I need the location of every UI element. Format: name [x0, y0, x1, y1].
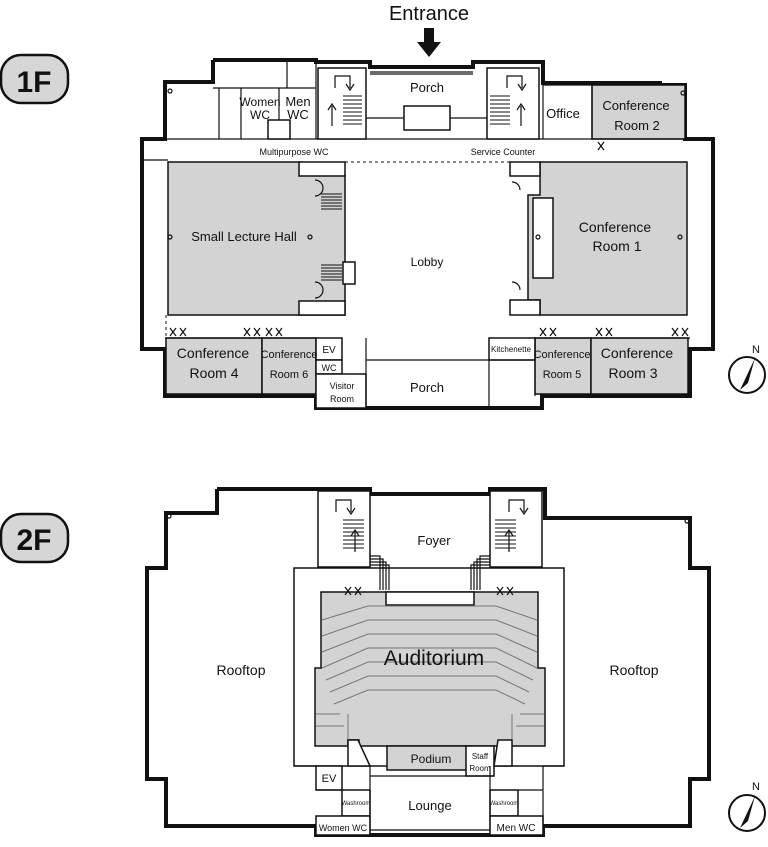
staff-room-2f	[465, 745, 495, 777]
visitor-room-label-1: Visitor	[330, 381, 355, 391]
women-wc-label-2: WC	[250, 108, 270, 122]
stair-1f-east-arrow-icon	[506, 75, 527, 126]
porch-south-label: Porch	[410, 380, 444, 395]
compass-2f: N	[728, 781, 766, 832]
conference-room-4-label-1: Conference	[177, 345, 250, 361]
stair-2f-west-arrow-icon	[335, 499, 360, 552]
porch-north-label: Porch	[410, 80, 444, 95]
kitchenette-label: Kitchenette	[491, 345, 532, 354]
podium-label: Podium	[411, 752, 452, 766]
floor-badge-1f: 1F	[0, 53, 70, 105]
compass-1f-needle-icon	[740, 358, 755, 390]
service-counter-label: Service Counter	[471, 147, 536, 157]
compass-1f-label: N	[752, 344, 760, 356]
lounge-label: Lounge	[408, 798, 451, 813]
lecture-stairs-bottom	[321, 264, 342, 281]
floor-badge-2f-label: 2F	[16, 524, 51, 557]
floor-badge-1f-label: 1F	[16, 66, 51, 99]
conference-room-4-label-2: Room 4	[189, 365, 238, 381]
conference-room-6-label-1: Conference	[261, 349, 318, 361]
stair-1f-west	[317, 67, 367, 140]
conference-room-6-room	[261, 337, 317, 395]
conference-room-6-label-2: Room 6	[270, 369, 309, 381]
stair-2f-west-steps	[343, 519, 364, 549]
porch-north-box	[403, 105, 451, 131]
conference-room-2-label-2: Room 2	[614, 118, 660, 133]
auditorium-seat-rows	[316, 605, 544, 740]
stair-2f-west	[317, 490, 371, 568]
floor-badge-2f: 2F	[0, 512, 70, 564]
wc-label-1f: WC	[322, 363, 337, 373]
stair-2f-east-arrow-icon	[504, 499, 529, 552]
conf1-pillar	[532, 197, 554, 279]
compass-1f: N	[728, 344, 766, 394]
conference-room-1-label-1: Conference	[579, 219, 652, 235]
staff-room-label-2: Room	[469, 764, 491, 773]
men-wc-label-1: Men	[285, 94, 310, 109]
outline-1f	[140, 58, 715, 410]
conference-room-5-label-1: Conference	[534, 349, 591, 361]
visitor-room-1f	[315, 373, 367, 409]
auditorium-room	[314, 591, 546, 747]
washroom-east-label: Washroom	[490, 801, 519, 807]
floor-plan-1f: Porch Women WC Men WC Office Conference …	[140, 58, 715, 410]
stair-2f-east-steps	[495, 519, 516, 549]
entrance-arrow-icon	[417, 28, 441, 57]
conf1-door-box-bottom	[509, 299, 541, 316]
foyer-label: Foyer	[417, 533, 451, 548]
lecture-small-box	[342, 261, 356, 285]
door-icons-1f	[167, 88, 689, 337]
conf1-door-box-top	[509, 161, 541, 177]
lecture-door-box-bottom	[298, 300, 346, 316]
door-icons-2f	[166, 513, 690, 596]
women-wc-label-1: Women	[239, 95, 280, 109]
conference-room-3-label-1: Conference	[601, 345, 674, 361]
auditorium-label: Auditorium	[384, 647, 484, 670]
ev-label-1f: EV	[322, 345, 336, 356]
compass-2f-label: N	[752, 781, 760, 793]
stair-1f-west-arrow-icon	[327, 75, 355, 126]
conference-room-5-label-2: Room 5	[543, 369, 582, 381]
compass-2f-ring-icon	[728, 794, 766, 832]
multipurpose-wc-label: Multipurpose WC	[259, 147, 329, 157]
women-wc-2f-label: Women WC	[319, 823, 368, 833]
outline-2f	[145, 487, 711, 837]
compass-2f-needle-icon	[740, 796, 755, 828]
men-wc-2f-label: Men WC	[497, 823, 536, 834]
visitor-room-label-2: Room	[330, 394, 354, 404]
washroom-west-label: Washroom	[342, 801, 371, 807]
rooftop-west-label: Rooftop	[216, 662, 265, 678]
floor-plan-2f: Foyer Rooftop Auditorium Rooftop Podium …	[145, 487, 711, 837]
conference-room-2-label-1: Conference	[602, 98, 669, 113]
stair-1f-west-steps	[343, 95, 362, 125]
wc-partition	[267, 119, 291, 140]
stair-1f-east-steps	[490, 95, 510, 125]
lobby-label: Lobby	[411, 255, 444, 269]
auditorium-back-aisle	[385, 591, 475, 606]
small-lecture-hall-label: Small Lecture Hall	[191, 229, 297, 244]
conference-room-1-label-2: Room 1	[592, 238, 641, 254]
stair-1f-east	[486, 67, 540, 140]
men-wc-label-2: WC	[287, 107, 309, 122]
office-label: Office	[546, 106, 580, 121]
lecture-door-box-top	[298, 161, 346, 177]
conference-room-3-label-2: Room 3	[608, 365, 657, 381]
ev-label-2f: EV	[322, 773, 337, 785]
stair-2f-east	[489, 490, 543, 568]
auditorium-front-notch-east	[493, 739, 513, 767]
lecture-stairs-top	[321, 193, 342, 210]
compass-1f-ring-icon	[728, 356, 766, 394]
staff-room-label-1: Staff	[472, 752, 489, 761]
rooftop-east-label: Rooftop	[609, 662, 658, 678]
entrance-label: Entrance	[389, 3, 469, 25]
conference-room-5-room	[534, 337, 592, 395]
